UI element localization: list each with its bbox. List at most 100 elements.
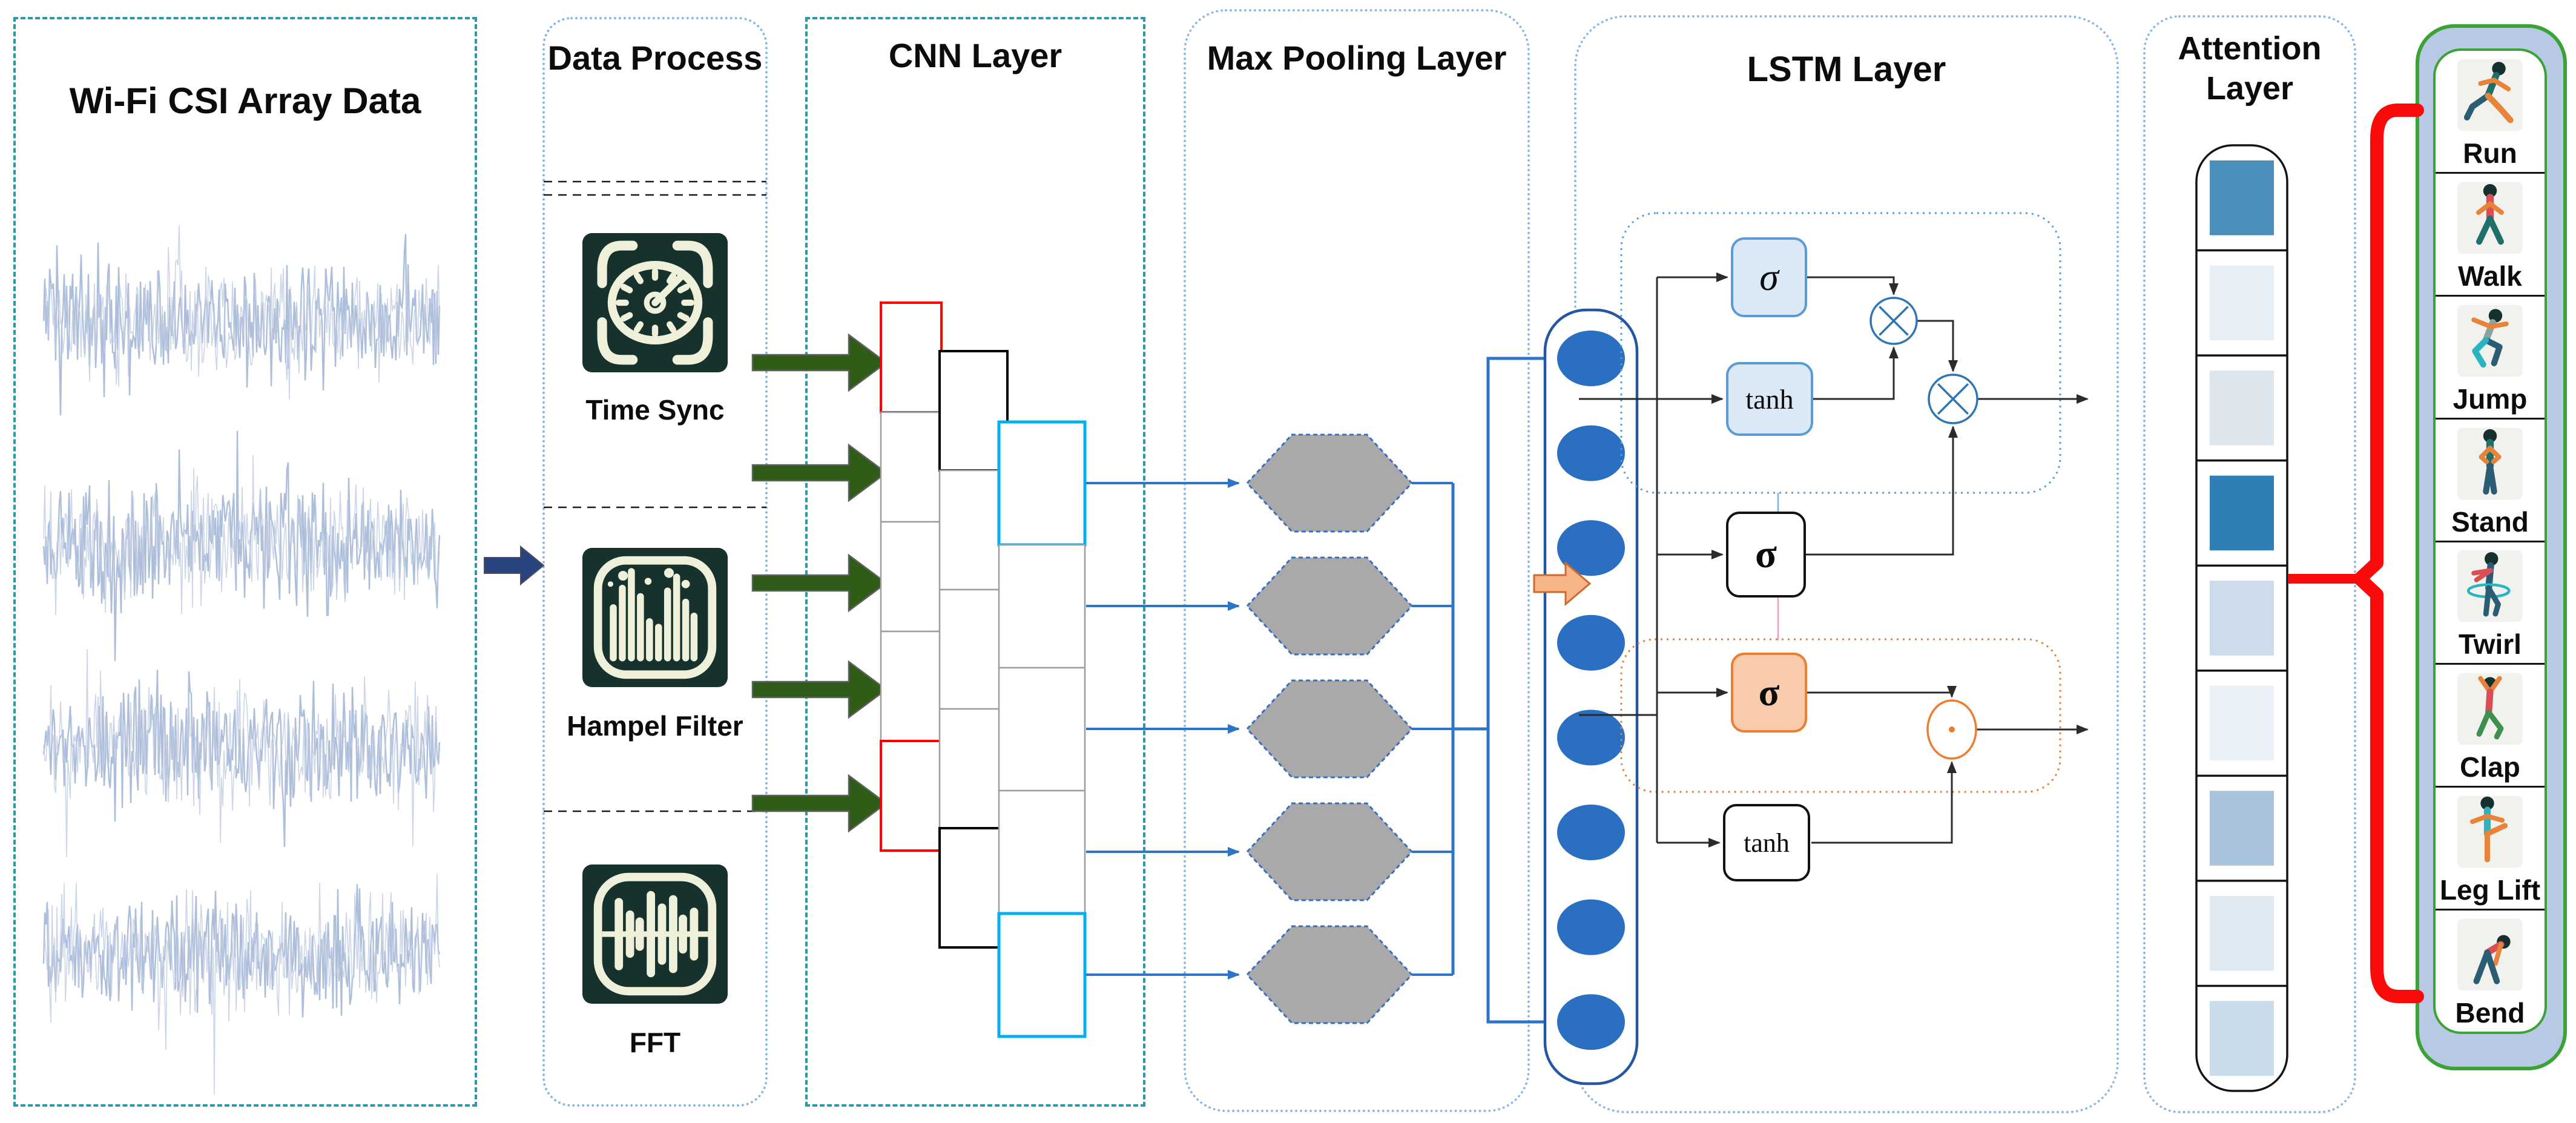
pool-bracket [1486, 357, 1547, 1024]
conv-arrow-icon [751, 443, 888, 502]
cnn-layer-panel [805, 17, 1145, 1107]
pooled-unit [1557, 899, 1625, 955]
clock-icon [582, 233, 728, 372]
jump-icon [2454, 297, 2526, 385]
attention-panel [2143, 15, 2356, 1113]
hadamard-node-icon [1926, 699, 1977, 760]
lstm-wire [1807, 686, 1957, 698]
waveform-trace [43, 648, 440, 857]
input-arrow-icon [484, 545, 545, 586]
activity-label: Leg Lift [2439, 874, 2541, 906]
activity-cell: Run [2436, 51, 2545, 174]
pooling-hexagon [1245, 433, 1414, 533]
conv-arrow-icon [751, 553, 888, 613]
activity-label: Twirl [2459, 628, 2522, 660]
pooled-unit [1557, 805, 1625, 860]
feature-map [998, 667, 1086, 792]
conv-arrow-icon [751, 660, 888, 719]
pooled-units-container [1543, 308, 1639, 1085]
twirl-icon [2454, 542, 2526, 631]
activity-cell: Clap [2436, 665, 2545, 788]
clap-icon [2454, 665, 2526, 753]
pooled-unit [1557, 425, 1625, 481]
conv-arrow-icon [751, 774, 888, 833]
attention-output-brace [2353, 104, 2424, 1003]
attention-weight-cell [2210, 475, 2274, 551]
data-process-panel [542, 17, 768, 1107]
pooled-unit [1557, 710, 1625, 766]
pooling-hexagon [1245, 556, 1414, 656]
lstm-layer-title: LSTM Layer [1747, 50, 1946, 89]
max-pooling-panel [1184, 9, 1530, 1112]
feature-map [997, 420, 1087, 547]
process-step-label: Hampel Filter [567, 710, 743, 742]
cnn-layer-title: CNN Layer [888, 36, 1062, 74]
activity-cell: Stand [2436, 420, 2545, 542]
waveform-trace [43, 455, 440, 616]
attention-weight-cell [2210, 685, 2274, 761]
attention-weight-cell [2210, 160, 2274, 235]
lstm-wire [1917, 320, 1958, 372]
feature-map [938, 708, 1009, 829]
lstm-input-sigma-gate: σ [1731, 237, 1807, 317]
pooling-hexagon [1245, 925, 1414, 1024]
data-process-title: Data Process [547, 39, 763, 77]
pooling-hexagon [1245, 802, 1414, 901]
feature-map [998, 544, 1086, 669]
activity-cell: Walk [2436, 174, 2545, 297]
max-pooling-title: Max Pooling Layer [1207, 39, 1507, 77]
activity-label: Stand [2451, 506, 2529, 538]
attention-title: Attention Layer [2178, 30, 2322, 107]
attention-weight-cell [2210, 265, 2274, 341]
feature-map [998, 789, 1086, 915]
activity-cell: Leg Lift [2436, 788, 2545, 911]
lstm-wire [1813, 346, 1899, 400]
pooled-unit [1557, 331, 1625, 386]
equalizer-icon [582, 548, 728, 687]
pooled-unit [1557, 614, 1625, 671]
lstm-input-tanh-gate: tanh [1726, 362, 1813, 436]
activity-cell: Twirl [2436, 542, 2545, 665]
lstm-wire [1807, 276, 1899, 295]
stand-icon [2454, 420, 2526, 508]
activity-cell: Jump [2436, 297, 2545, 420]
walk-icon [2454, 174, 2526, 262]
feature-map [880, 301, 943, 413]
lstm-output-tanh-gate: tanh [1723, 804, 1810, 881]
waveform-trace [42, 884, 441, 1018]
run-icon [2454, 51, 2526, 139]
lstm-output-sigma-gate: σ [1731, 653, 1807, 733]
pooling-to-lstm-arrow-icon [1533, 561, 1592, 607]
lstm-upper-cell [1620, 212, 2061, 494]
attention-weight-cell [2210, 1001, 2274, 1076]
csi-waveform [42, 430, 441, 661]
activity-label: Walk [2458, 260, 2522, 292]
activities-list: Run Walk Jump Stand Twirl Clap Leg Lift … [2433, 48, 2547, 1034]
feature-map [880, 740, 943, 852]
waveform-trace [42, 430, 441, 661]
feature-map [880, 630, 943, 742]
csi-waveform [42, 873, 441, 1095]
lstm-wire [1806, 426, 1958, 556]
activity-label: Clap [2460, 751, 2520, 783]
wifi-csi-title: Wi-Fi CSI Array Data [69, 81, 421, 121]
activity-cell: Bend [2436, 911, 2545, 1032]
multiply-node-icon [1928, 374, 1978, 424]
feature-map [938, 350, 1009, 472]
activity-label: Run [2463, 137, 2517, 169]
process-step-label: Time Sync [585, 394, 725, 426]
pooled-unit [1557, 520, 1625, 576]
bend-icon [2454, 911, 2526, 999]
activity-label: Bend [2455, 997, 2525, 1029]
attention-weight-cell [2210, 370, 2274, 446]
conv-arrow-icon [751, 333, 888, 392]
wifi-csi-panel [13, 17, 477, 1107]
feature-map [880, 521, 943, 633]
feature-map [880, 411, 943, 523]
csi-waveform [42, 648, 441, 857]
activity-label: Jump [2452, 383, 2528, 415]
waveform-trace [43, 873, 440, 1095]
pooled-unit [1557, 994, 1625, 1050]
